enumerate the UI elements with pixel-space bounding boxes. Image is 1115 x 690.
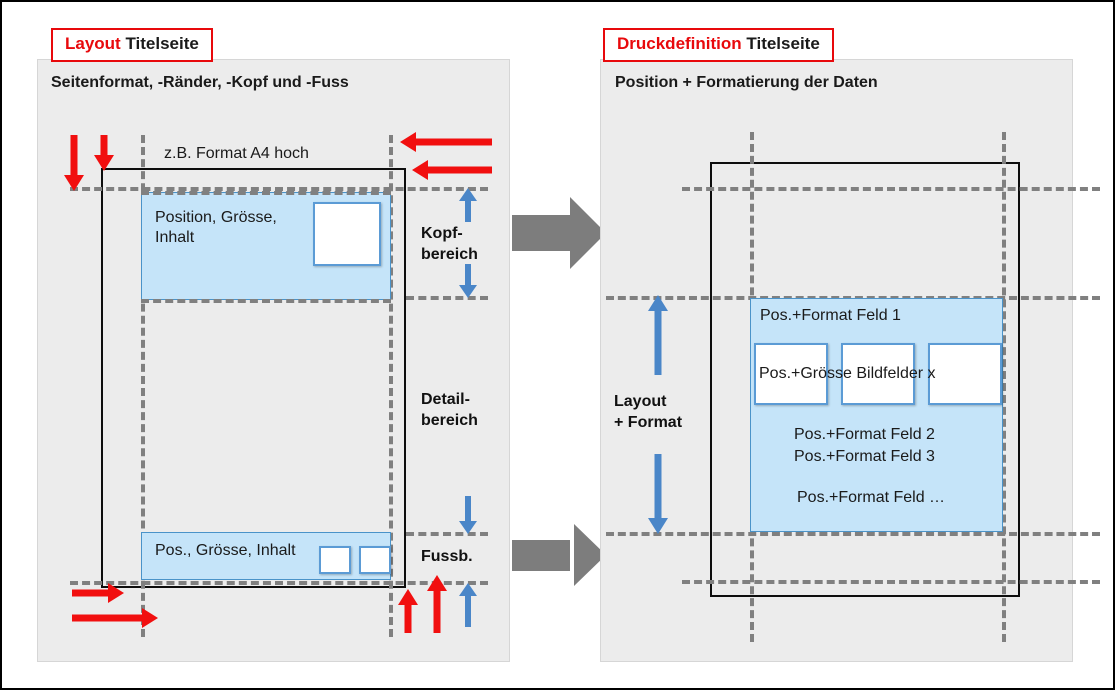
red-arrow-margin-top-left-long [64,135,84,191]
left-guide-footer-top-right [406,532,488,536]
red-arrow-margin-bottom-right-long [427,575,447,633]
transition-arrow-footer-icon [512,524,606,586]
red-arrow-margin-top-left-short [94,135,114,171]
left-guide-top-margin [70,187,488,191]
right-zone-label: Layout + Format [614,393,683,431]
right-data-block [750,298,1003,532]
red-arrow-margin-bottom-left-short [72,583,124,603]
left-header-image-box [313,202,381,266]
zone-label-header: Kopf- bereich [421,225,478,263]
zone-label-footer: Fussb. [421,548,473,565]
blue-arrow-header-down [459,264,477,298]
left-footer-image-box-2 [359,546,391,574]
blue-arrow-layout-up [648,295,668,375]
left-guide-vertical-right [389,135,393,637]
left-panel-subtitle: Seitenformat, -Ränder, -Kopf und -Fuss [51,74,349,91]
left-format-note: z.B. Format A4 hoch [164,145,309,162]
right-panel-subtitle: Position + Formatierung der Daten [615,74,878,91]
left-header-field-guide-bottom [141,299,391,303]
right-field-2-label: Pos.+Format Feld 2 [794,426,935,443]
right-guide-top-margin [682,187,1100,191]
right-page-frame [710,162,1020,597]
left-guide-header-bottom-right [406,296,488,300]
left-footer-image-box-1 [319,546,351,574]
right-caption-rest: Titelseite [741,34,820,53]
right-caption-accent: Druckdefinition [617,34,742,53]
left-footer-field-label: Pos., Grösse, Inhalt [155,542,296,559]
right-field-n-label: Pos.+Format Feld … [797,489,946,506]
right-image-box-1 [754,343,828,405]
left-page-frame [101,168,406,588]
right-guide-detail-bottom [606,532,1100,536]
right-image-box-2 [841,343,915,405]
blue-arrow-detail-down [459,496,477,534]
red-arrow-margin-top-right-2 [412,160,492,180]
zone-label-detail: Detail- bereich [421,391,478,429]
left-guide-vertical-left [141,135,145,637]
right-field-3-label: Pos.+Format Feld 3 [794,448,935,465]
left-header-field-guide-top [141,191,391,195]
left-caption-rest: Titelseite [120,34,199,53]
right-panel-caption: Druckdefinition Titelseite [603,28,834,62]
red-arrow-margin-bottom-right-short [398,589,418,633]
left-header-field-label: Position, Grösse, Inhalt [155,209,277,247]
right-field-1-label: Pos.+Format Feld 1 [760,307,901,324]
left-caption-accent: Layout [65,34,121,53]
blue-arrow-header-up [459,188,477,222]
red-arrow-margin-bottom-left-long [72,608,158,628]
left-panel-caption: Layout Titelseite [51,28,213,62]
right-guide-bottom-margin [682,580,1100,584]
transition-arrow-header-icon [512,197,606,269]
right-image-box-3 [928,343,1002,405]
left-guide-bottom-margin [70,581,488,585]
blue-arrow-footer-up [459,583,477,627]
right-image-fields-label: Pos.+Grösse Bildfelder x [759,365,936,382]
blue-arrow-layout-down [648,454,668,534]
right-guide-vertical-right [1002,132,1006,642]
red-arrow-margin-top-right-1 [400,132,492,152]
